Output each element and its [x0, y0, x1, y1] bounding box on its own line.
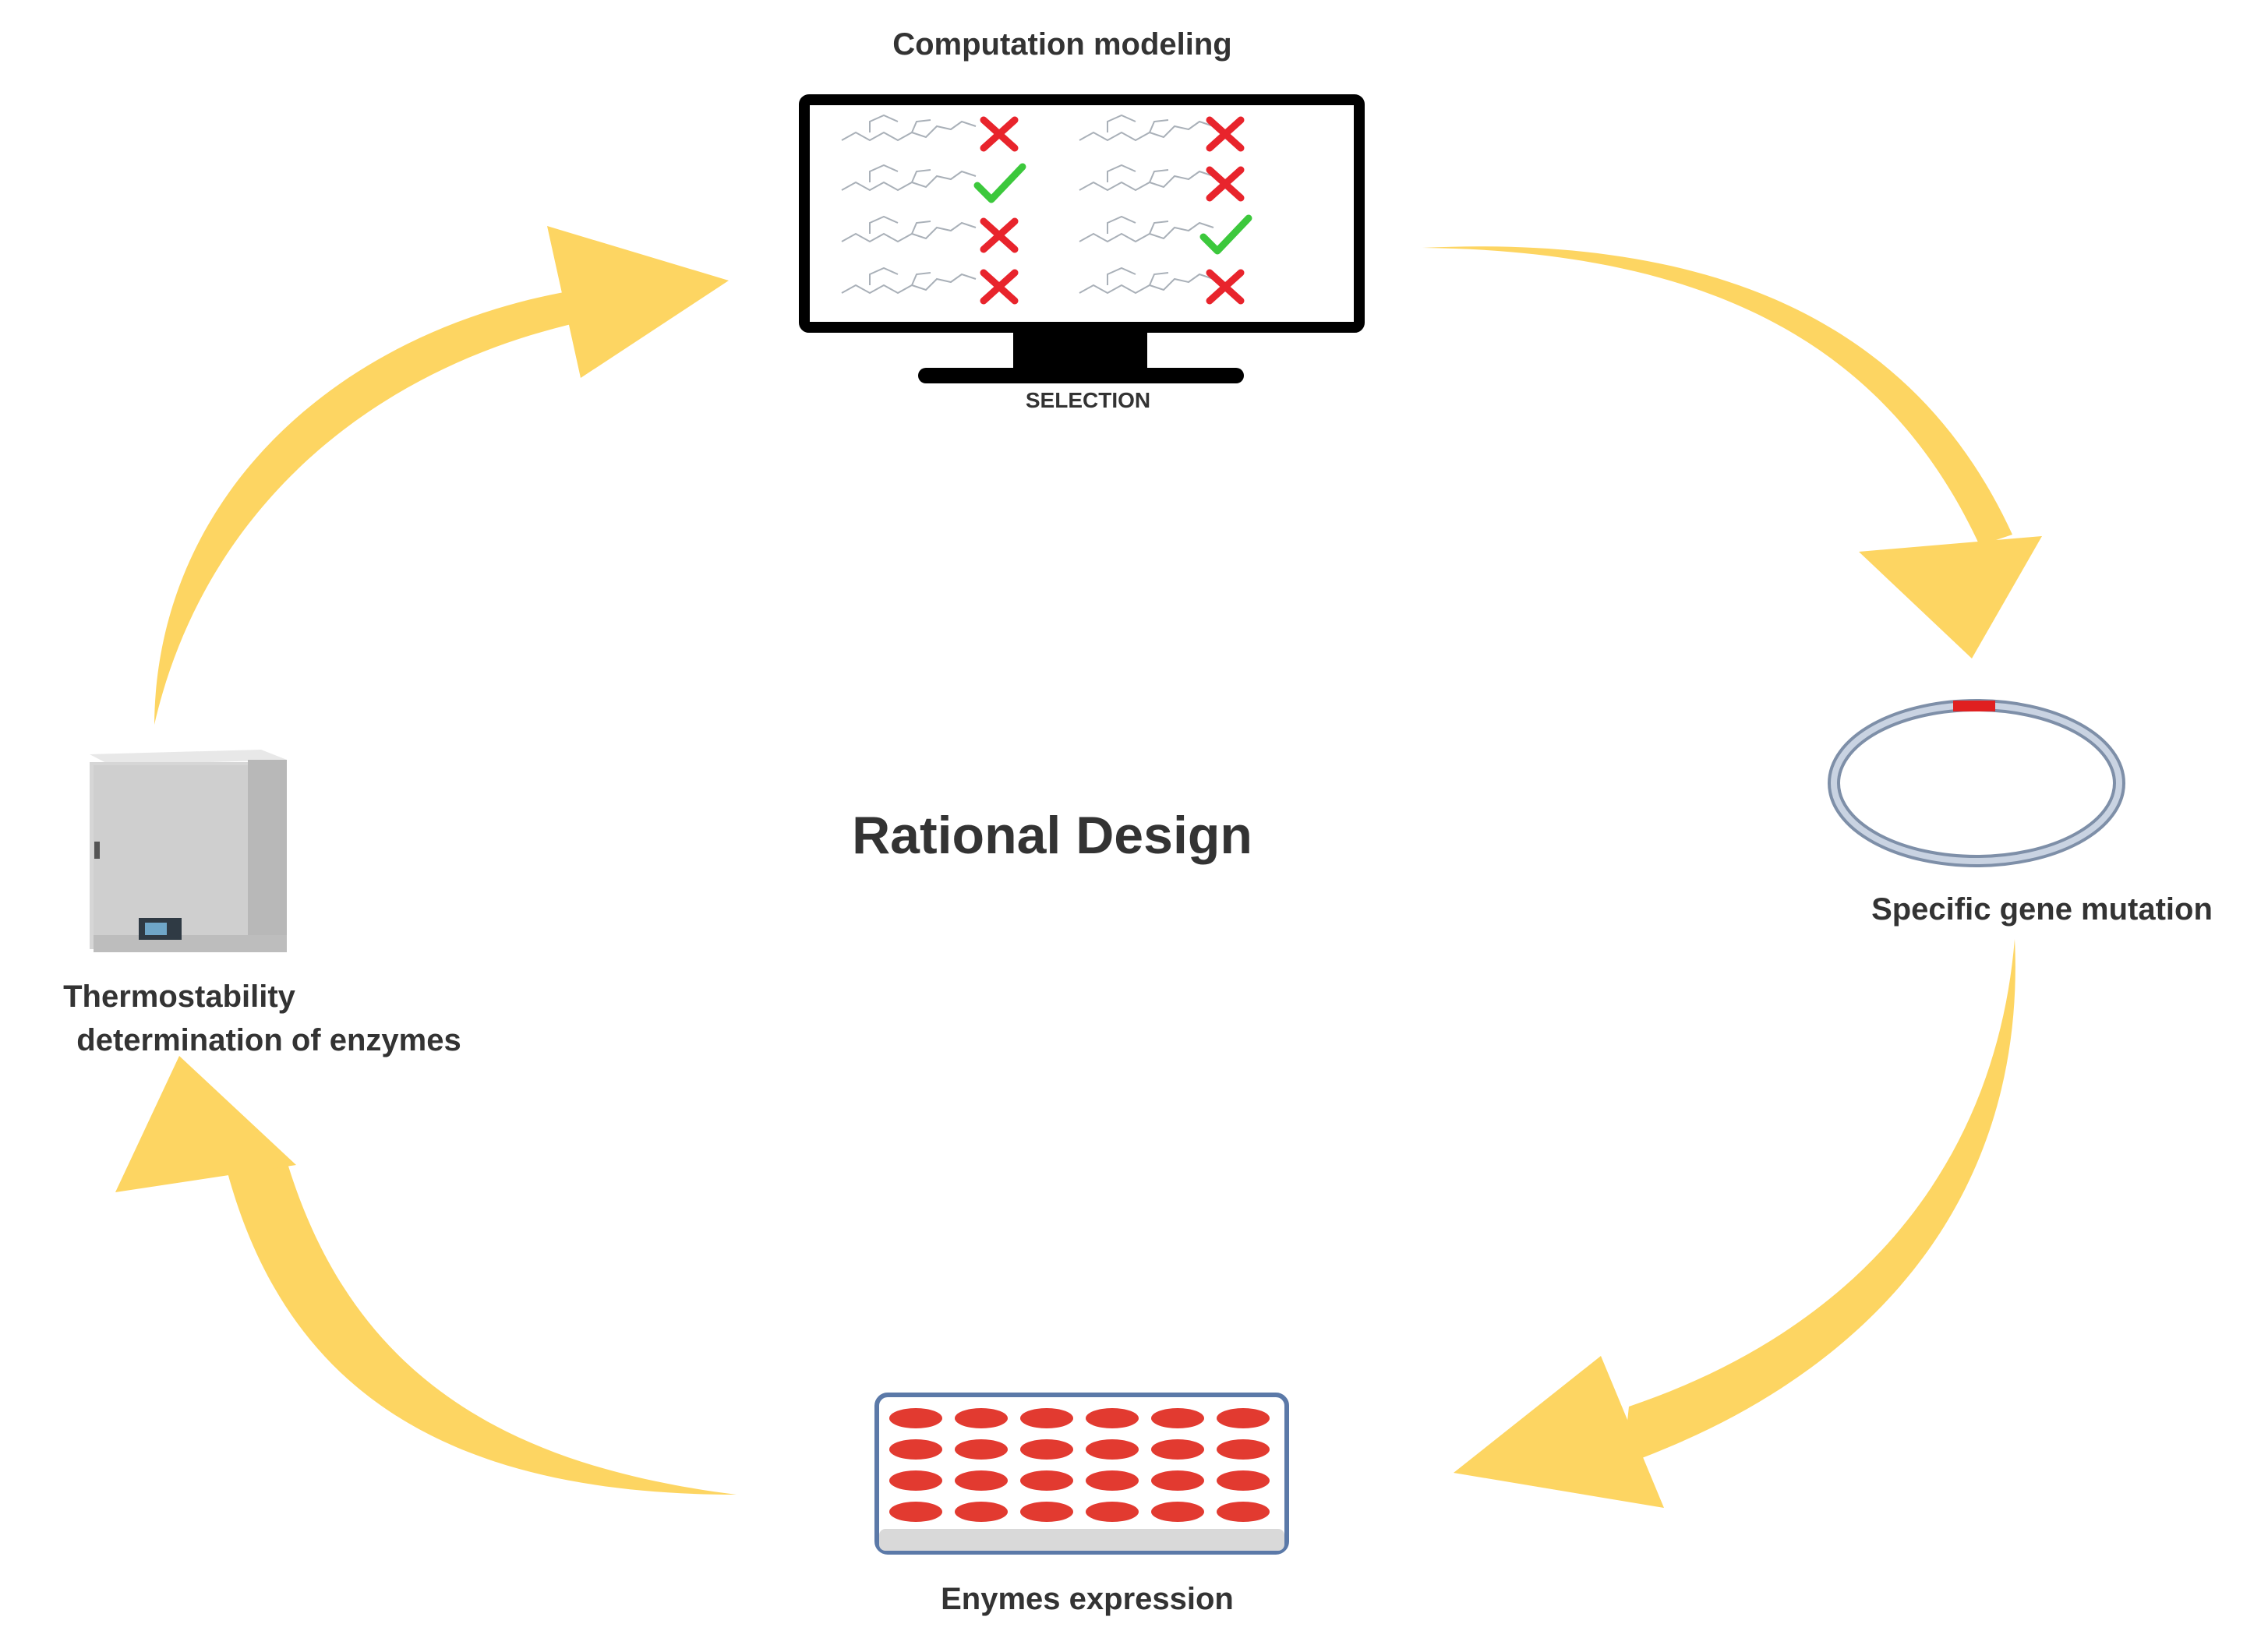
well — [889, 1439, 942, 1460]
selection-screen — [841, 114, 1252, 305]
checkmark-icon — [973, 163, 1026, 203]
step-label-thermostability-line1: Thermostability — [63, 980, 296, 1014]
well — [955, 1470, 1008, 1491]
cross-icon — [980, 217, 1019, 253]
well — [1086, 1470, 1139, 1491]
step-label-computation-modeling: Computation modeling — [892, 27, 1232, 62]
molecule-structure-icon — [841, 215, 977, 243]
diagram-title: Rational Design — [852, 806, 1252, 865]
well — [955, 1408, 1008, 1428]
well — [889, 1470, 942, 1491]
molecule-structure-icon — [841, 267, 977, 295]
well — [1217, 1408, 1270, 1428]
well — [1217, 1470, 1270, 1491]
cross-icon — [1206, 116, 1245, 152]
cross-icon — [1206, 269, 1245, 305]
well — [1020, 1408, 1073, 1428]
well — [955, 1502, 1008, 1522]
cross-icon — [980, 116, 1019, 152]
well — [889, 1408, 942, 1428]
well — [1151, 1470, 1204, 1491]
well — [1086, 1502, 1139, 1522]
molecule-structure-icon — [1079, 215, 1214, 243]
monitor-sublabel: SELECTION — [1026, 388, 1150, 412]
well — [1151, 1408, 1204, 1428]
molecule-structure-icon — [841, 114, 977, 142]
arrow-thermostability-to-modeling — [154, 226, 729, 725]
molecule-structure-icon — [1079, 114, 1214, 142]
step-label-enzyme-expression: Enymes expression — [941, 1582, 1234, 1616]
well — [889, 1502, 942, 1522]
well — [1086, 1439, 1139, 1460]
plasmid-icon — [1828, 699, 2125, 867]
arrow-modeling-to-mutation — [1422, 246, 2042, 658]
well-grid — [889, 1408, 1270, 1522]
laboratory-oven-icon — [90, 750, 287, 952]
well — [1151, 1502, 1204, 1522]
step-label-thermostability-line2: determination of enzymes — [76, 1023, 461, 1057]
well — [1020, 1470, 1073, 1491]
well — [1086, 1408, 1139, 1428]
molecule-structure-icon — [841, 164, 977, 192]
molecule-structure-icon — [1079, 164, 1214, 192]
well — [1151, 1439, 1204, 1460]
cross-icon — [1206, 166, 1245, 202]
cross-icon — [980, 269, 1019, 305]
well — [955, 1439, 1008, 1460]
checkmark-icon — [1199, 214, 1252, 255]
well — [1217, 1502, 1270, 1522]
well — [1020, 1502, 1073, 1522]
arrow-mutation-to-expression — [1454, 939, 2015, 1508]
arrow-expression-to-thermostability — [115, 1056, 737, 1495]
well-plate-icon — [874, 1393, 1289, 1555]
well — [1217, 1439, 1270, 1460]
molecule-structure-icon — [1079, 267, 1214, 295]
computer-monitor-icon — [799, 94, 1365, 383]
step-label-gene-mutation: Specific gene mutation — [1871, 892, 2213, 927]
well — [1020, 1439, 1073, 1460]
